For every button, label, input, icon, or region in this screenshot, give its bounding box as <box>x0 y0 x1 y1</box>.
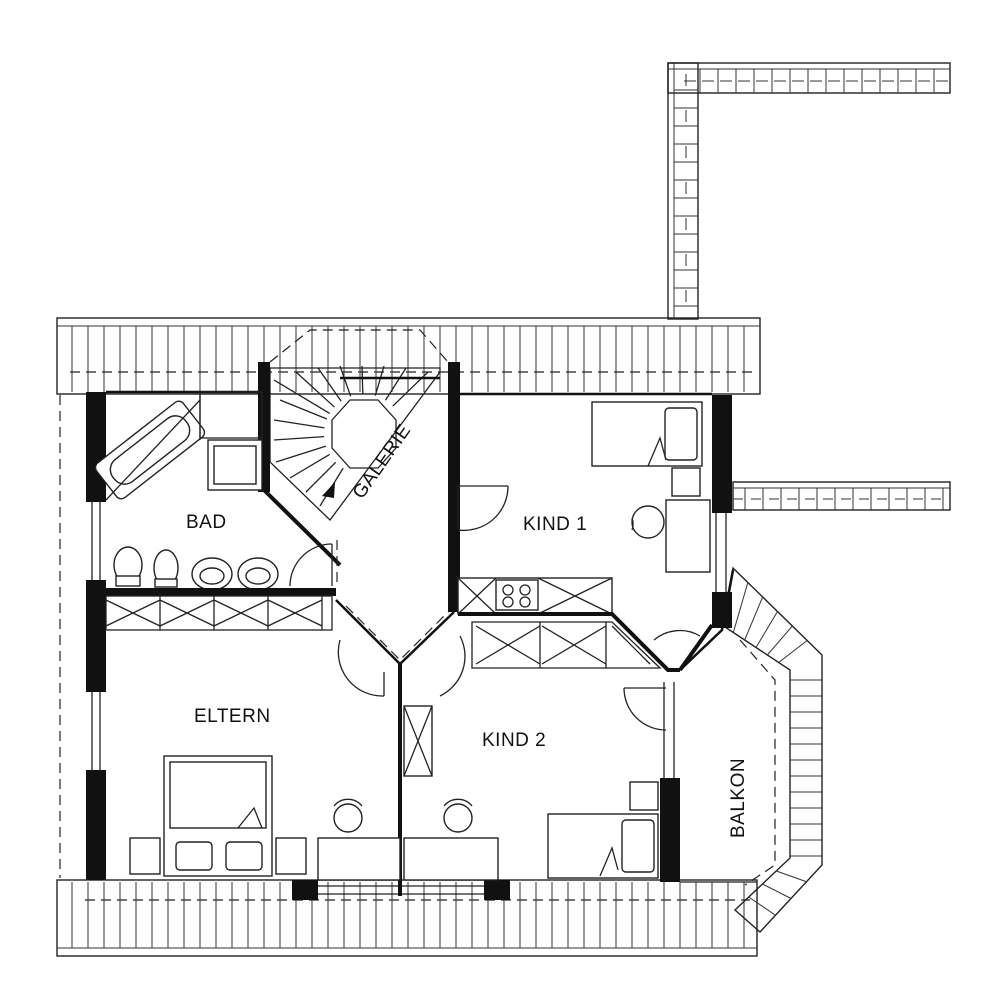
kind1-furniture <box>457 401 711 641</box>
roof-top-band <box>56 317 761 395</box>
wall-bad-eltern <box>105 588 336 631</box>
room-label-kind1: KIND 1 <box>523 514 587 535</box>
balkon-roof <box>721 566 823 933</box>
kind2-furniture <box>403 687 667 881</box>
room-label-galerie: GALERIE <box>349 420 415 502</box>
toilet-icon <box>113 546 143 587</box>
pergola-horizontal <box>667 62 951 94</box>
sink-icon <box>191 557 233 591</box>
outer-walls <box>86 390 732 900</box>
pergola-mid-right <box>732 481 951 511</box>
diagonal-walls <box>335 599 466 896</box>
room-label-eltern: ELTERN <box>194 706 271 727</box>
bathroom-fixtures <box>94 391 338 591</box>
pergola-vertical <box>667 62 699 320</box>
room-label-bad: BAD <box>186 512 227 533</box>
room-label-kind2: KIND 2 <box>482 730 546 751</box>
room-label-balkon: BALKON <box>728 758 749 838</box>
balkon-outline <box>679 569 757 883</box>
bidet-icon <box>153 549 179 588</box>
roof-bottom-band <box>56 879 758 957</box>
sink-icon <box>237 557 279 591</box>
eltern-furniture <box>129 755 401 881</box>
wall-kind1-kind2 <box>458 612 714 672</box>
staircase <box>258 329 460 612</box>
